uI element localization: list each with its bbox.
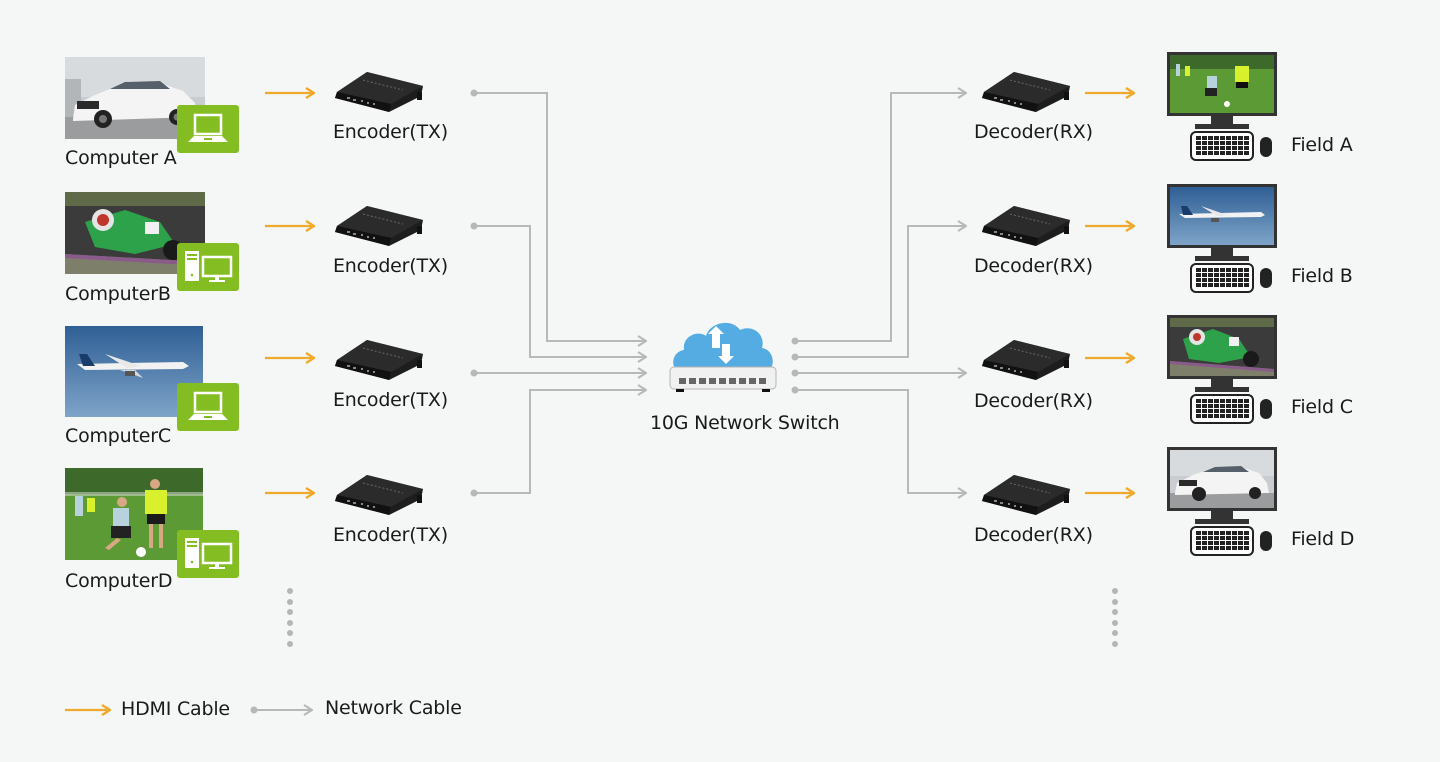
decoder-label: Decoder(RX) [974, 524, 1093, 546]
display-label: Field C [1291, 396, 1353, 418]
network-switch [668, 312, 780, 400]
display-monitor [1167, 447, 1277, 537]
network-cable-decoder-d [795, 389, 966, 493]
encoder-label: Encoder(TX) [333, 255, 448, 277]
mouse-icon [1260, 268, 1272, 288]
display-label: Field B [1291, 265, 1353, 287]
laptop-badge [177, 383, 239, 431]
display-monitor [1167, 315, 1277, 405]
switch-label: 10G Network Switch [650, 412, 840, 434]
encoder-label: Encoder(TX) [333, 524, 448, 546]
network-cable-encoder-b [474, 225, 646, 357]
laptop-icon [188, 113, 228, 142]
display-monitor [1167, 184, 1277, 274]
keyboard-icon [1190, 263, 1254, 293]
network-cable-encoder-a [474, 92, 646, 341]
mouse-icon [1260, 137, 1272, 157]
source-photo-car [65, 57, 205, 139]
encoder-device [333, 338, 425, 382]
more-sources-ellipsis [287, 588, 293, 651]
cloud-network-switch-icon [669, 322, 777, 392]
monitor-icon [1167, 184, 1277, 261]
source-label: ComputerD [65, 570, 173, 592]
keyboard-icon [1190, 394, 1254, 424]
decoder-label: Decoder(RX) [974, 390, 1093, 412]
network-cable-decoder-b [795, 226, 966, 358]
keyboard-icon [1190, 131, 1254, 161]
decoder-device [980, 338, 1072, 382]
mouse-icon [1260, 399, 1272, 419]
legend-hdmi-label: HDMI Cable [121, 698, 230, 720]
laptop-badge [177, 105, 239, 153]
decoder-label: Decoder(RX) [974, 121, 1093, 143]
encoder-device [333, 204, 425, 248]
encoder-label: Encoder(TX) [333, 121, 448, 143]
keyboard-icon [1190, 526, 1254, 556]
desktop-pc-badge [177, 243, 239, 291]
source-label: Computer A [65, 147, 177, 169]
source-label: ComputerB [65, 283, 171, 305]
monitor-icon [1167, 315, 1277, 392]
display-monitor [1167, 52, 1277, 142]
monitor-icon [1167, 52, 1277, 129]
network-cable-encoder-d [474, 390, 646, 494]
source-label: ComputerC [65, 425, 171, 447]
encoder-device [333, 70, 425, 114]
decoder-device [980, 204, 1072, 248]
display-label: Field A [1291, 134, 1353, 156]
more-displays-ellipsis [1112, 588, 1118, 651]
encoder-device [333, 473, 425, 517]
decoder-label: Decoder(RX) [974, 255, 1093, 277]
laptop-icon [188, 391, 228, 420]
monitor-icon [1167, 447, 1277, 524]
mouse-icon [1260, 531, 1272, 551]
decoder-device [980, 70, 1072, 114]
desktop-pc-icon [185, 251, 233, 282]
desktop-pc-badge [177, 530, 239, 578]
display-label: Field D [1291, 528, 1355, 550]
encoder-label: Encoder(TX) [333, 389, 448, 411]
desktop-pc-icon [185, 538, 233, 569]
legend-network-label: Network Cable [325, 697, 462, 719]
network-cable-decoder-a [795, 93, 966, 342]
decoder-device [980, 473, 1072, 517]
